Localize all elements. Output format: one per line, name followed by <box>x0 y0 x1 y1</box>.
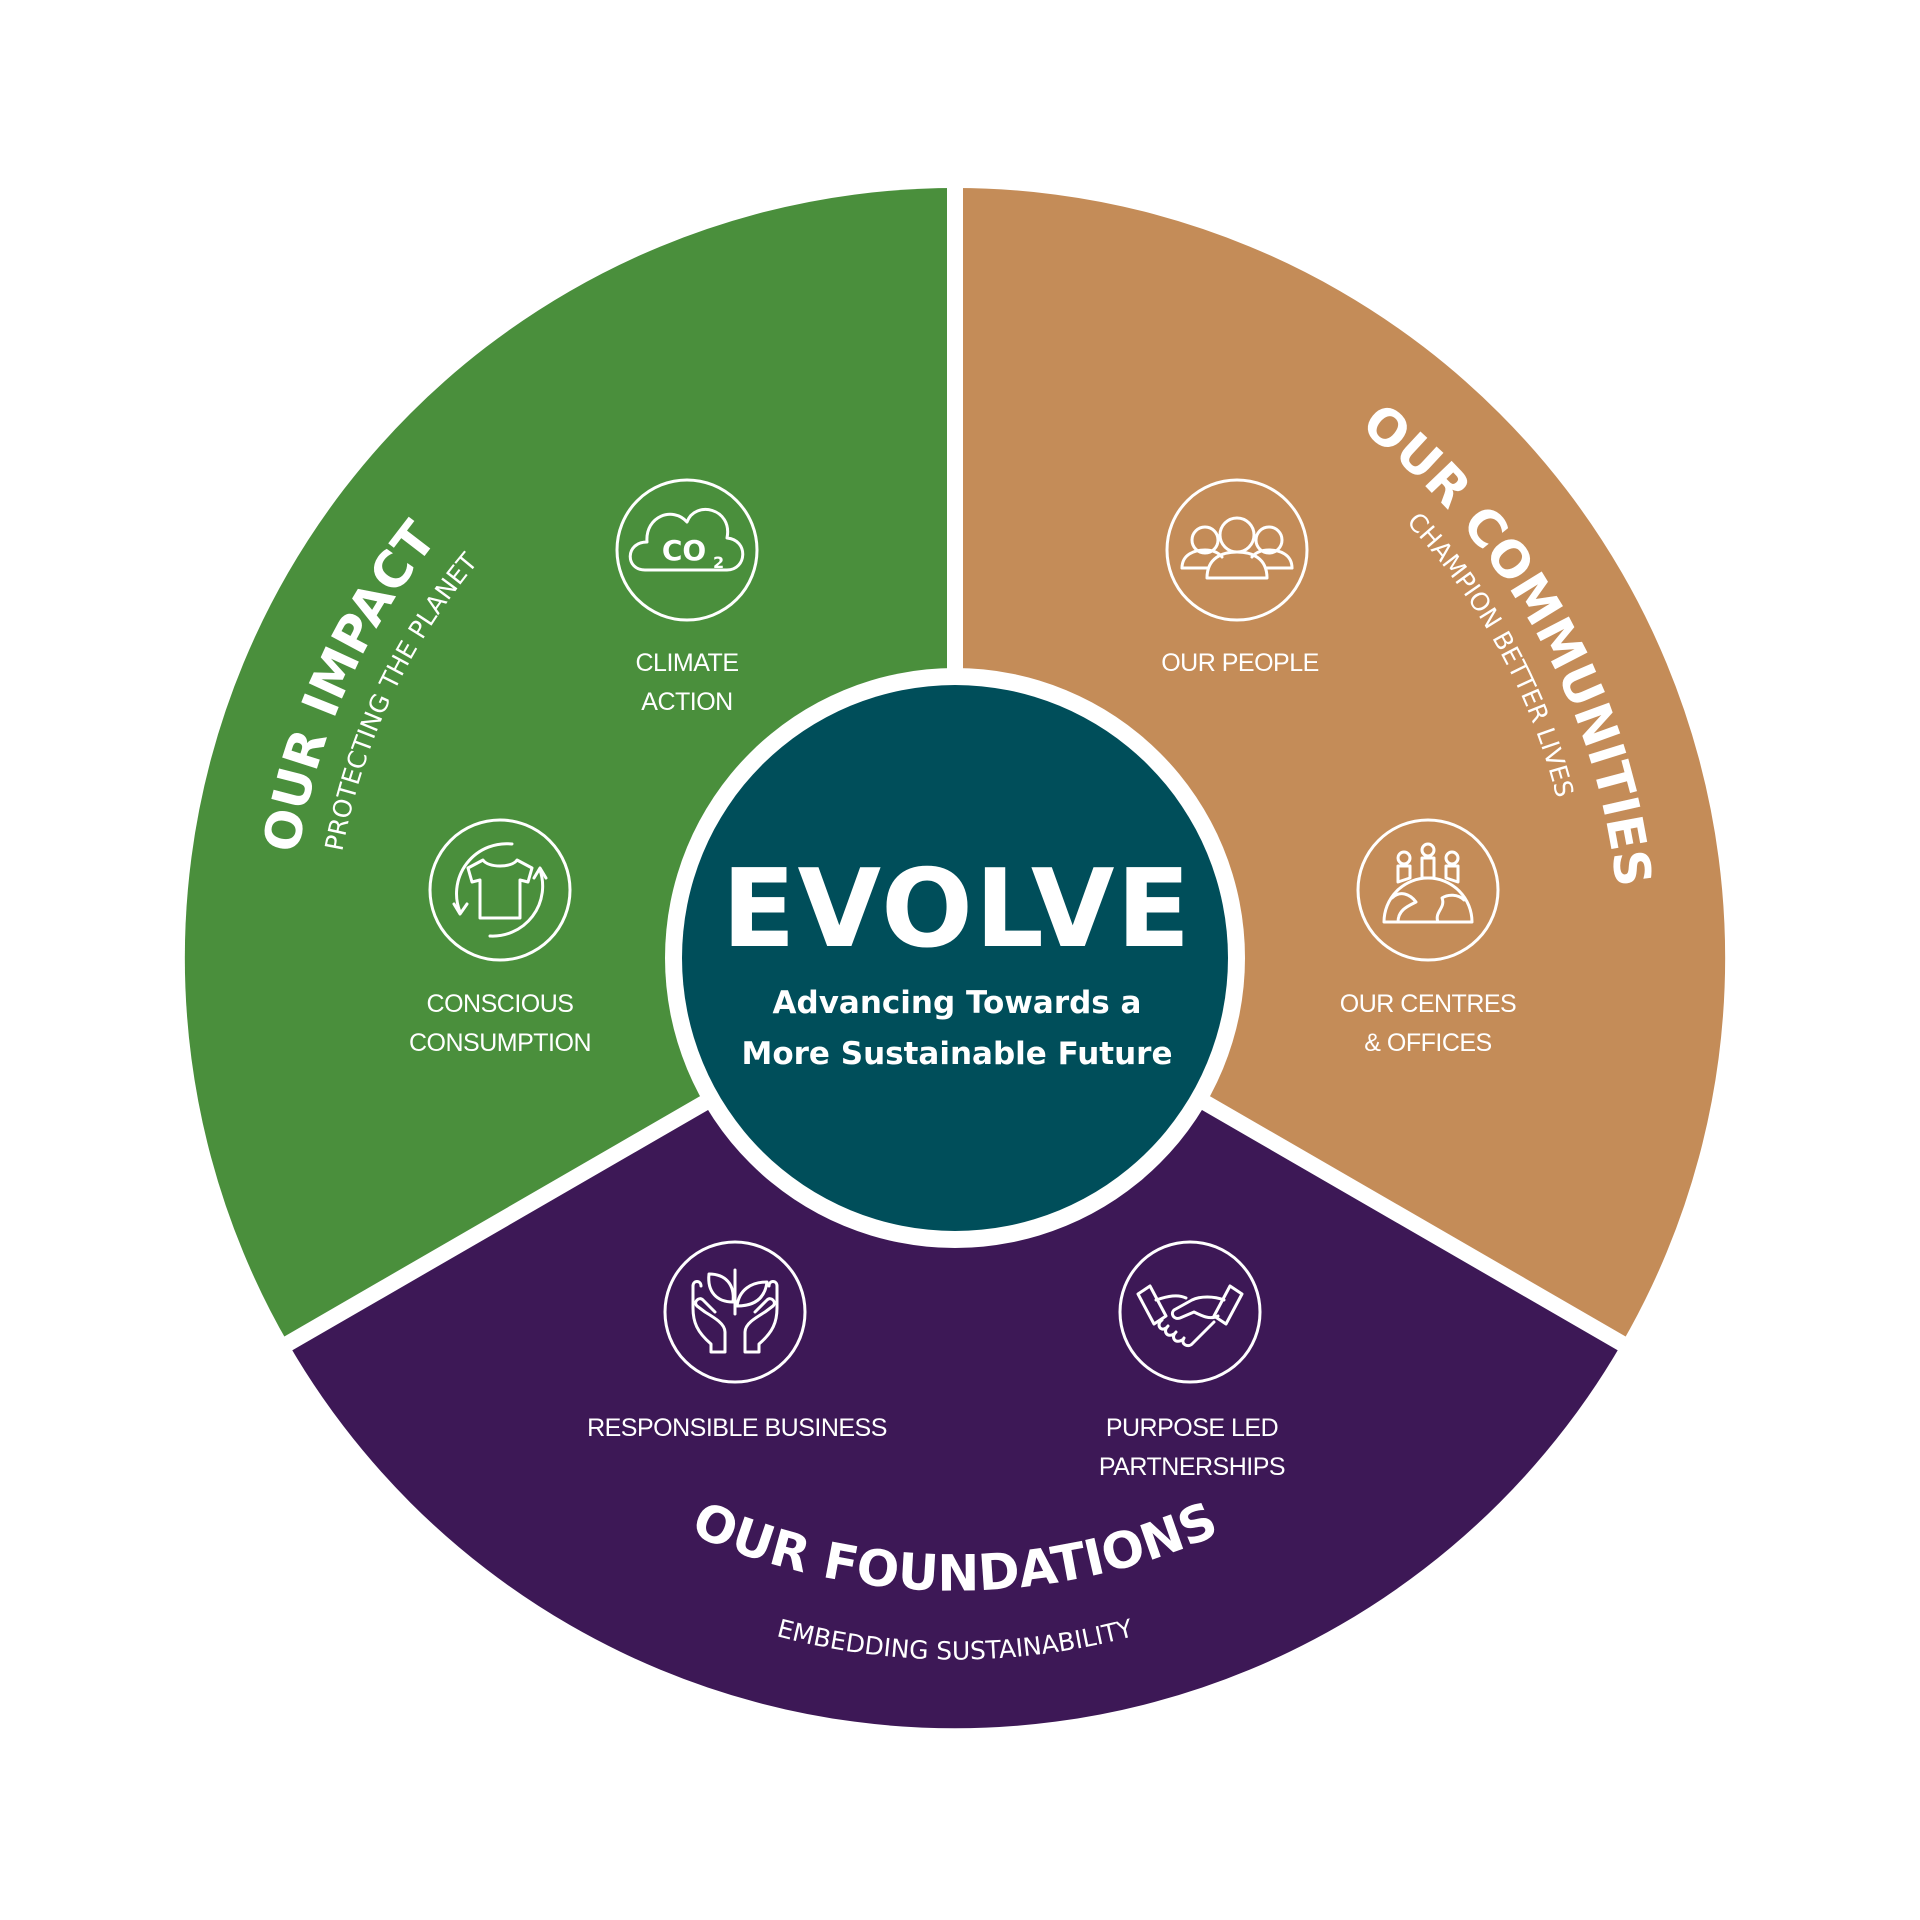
purpose-led-label-line2: PARTNERSHIPS <box>1099 1453 1285 1481</box>
item-responsible-business[interactable]: RESPONSIBLE BUSINESS <box>587 1240 887 1442</box>
purpose-led-label-line1: PURPOSE LED <box>1106 1414 1278 1442</box>
climate-action-label-line1: CLIMATE <box>636 649 739 677</box>
globe-people-icon <box>1356 818 1500 962</box>
center-tagline-line2: More Sustainable Future <box>742 1036 1173 1072</box>
conscious-consumption-label-line1: CONSCIOUS <box>427 990 574 1018</box>
our-centres-label-line2: & OFFICES <box>1364 1029 1491 1057</box>
center-title: EVOLVE <box>722 847 1193 972</box>
handshake-icon <box>1118 1240 1262 1384</box>
recycle-tshirt-icon <box>428 818 572 962</box>
item-purpose-led-partnerships[interactable]: PURPOSE LED PARTNERSHIPS <box>1099 1240 1286 1481</box>
conscious-consumption-label-line2: CONSUMPTION <box>409 1029 591 1057</box>
item-conscious-consumption[interactable]: CONSCIOUS CONSUMPTION <box>409 818 592 1057</box>
item-our-people[interactable]: OUR PEOPLE <box>1161 478 1319 677</box>
center-circle <box>682 685 1228 1231</box>
center-tagline-line1: Advancing Towards a <box>773 985 1142 1021</box>
co2-cloud-icon: CO 2 <box>615 478 759 622</box>
climate-action-label-line2: ACTION <box>641 688 732 716</box>
item-climate-action[interactable]: CO 2 CLIMATE ACTION <box>615 478 759 716</box>
item-our-centres-offices[interactable]: OUR CENTRES & OFFICES <box>1340 818 1517 1057</box>
svg-text:CO: CO <box>662 534 706 567</box>
our-people-label: OUR PEOPLE <box>1161 649 1319 677</box>
responsible-business-label: RESPONSIBLE BUSINESS <box>587 1414 887 1442</box>
our-centres-label-line1: OUR CENTRES <box>1340 990 1516 1018</box>
people-group-icon <box>1165 478 1309 622</box>
svg-text:2: 2 <box>713 553 724 572</box>
hands-plant-icon <box>663 1240 807 1384</box>
